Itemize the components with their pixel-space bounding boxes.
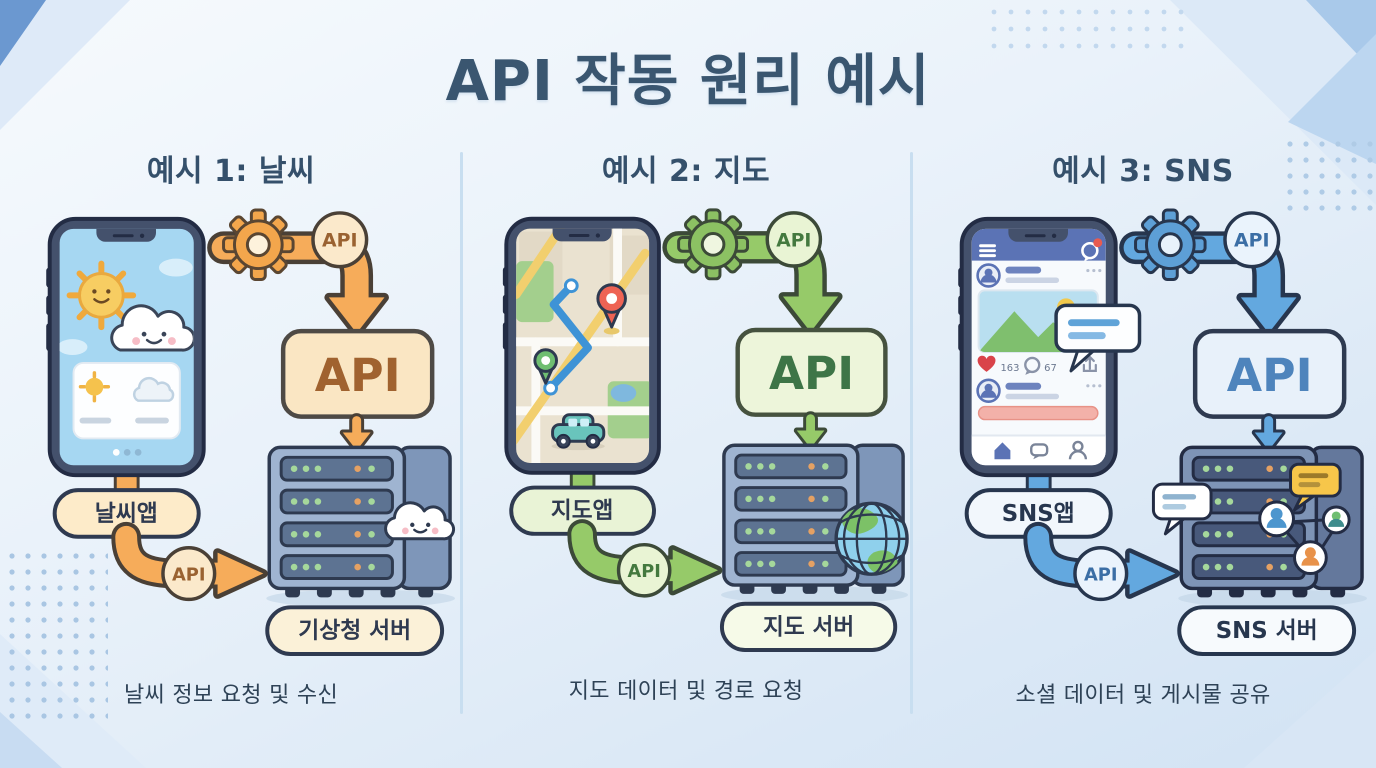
phone-illustration: 163 67	[958, 216, 1142, 478]
heart-icon	[977, 355, 996, 372]
comment-icon	[1024, 356, 1041, 375]
server-slots	[734, 453, 848, 577]
section-header: 예시 1: 날씨	[146, 154, 316, 189]
map-pin-icon	[533, 348, 558, 385]
map-screen	[516, 228, 650, 463]
column-divider	[910, 152, 913, 714]
weather-illustration: API	[46, 208, 456, 656]
post-item	[976, 378, 1102, 421]
section-header: 예시 2: 지도	[601, 154, 771, 189]
map-roads-yellow	[516, 228, 650, 449]
api-to-server-arrow	[339, 413, 374, 454]
api-badge: API	[161, 545, 217, 602]
api-badge: API	[616, 542, 672, 598]
profile-icon	[1068, 440, 1088, 460]
social-network-icon	[1258, 500, 1351, 576]
svg-text:67: 67	[1044, 363, 1057, 374]
globe-mascot-icon	[834, 501, 909, 576]
home-icon	[994, 442, 1011, 460]
server-icon	[720, 443, 909, 604]
api-badge: API	[1073, 545, 1129, 602]
svg-text:API: API	[1084, 564, 1118, 585]
column-divider	[460, 152, 463, 714]
pond	[610, 384, 637, 402]
server-icon	[266, 445, 456, 608]
section-caption: 날씨 정보 요청 및 수신	[123, 683, 339, 708]
app-label-pill: SNS앱	[964, 488, 1113, 539]
section-sns: 예시 3: SNS	[912, 142, 1374, 709]
speech-bubble-icon	[1151, 482, 1213, 536]
chat-icon	[1030, 443, 1049, 457]
gear-icon	[1134, 208, 1207, 281]
section-weather: 예시 1: 날씨	[2, 142, 460, 709]
svg-text:지도 서버: 지도 서버	[763, 614, 854, 640]
api-to-server-arrow	[793, 411, 828, 452]
api-box: API	[280, 328, 435, 419]
speech-bubble-icon	[1289, 462, 1342, 512]
speech-bubble-icon	[1054, 303, 1142, 373]
hamburger-menu-icon	[979, 244, 996, 258]
svg-text:API: API	[628, 562, 661, 582]
api-badge: API	[311, 211, 369, 269]
chat-icon	[1081, 238, 1103, 262]
api-to-server-arrow	[1251, 413, 1286, 454]
server-label-pill: 지도 서버	[719, 601, 898, 652]
share-icon	[1082, 355, 1097, 372]
forecast-card	[72, 361, 181, 440]
section-header: 예시 3: SNS	[1052, 154, 1234, 189]
svg-text:API: API	[769, 347, 854, 400]
section-caption: 지도 데이터 및 경로 요청	[568, 679, 804, 704]
route-icon	[543, 278, 592, 396]
server-label-pill: 기상청 서버	[265, 605, 445, 656]
corner-triangle	[0, 712, 62, 768]
phone-illustration	[46, 216, 206, 478]
section-map: 예시 2: 지도	[462, 142, 910, 705]
api-box: API	[735, 327, 888, 417]
svg-text:API: API	[315, 349, 401, 402]
svg-text:API: API	[1227, 349, 1313, 402]
svg-text:API: API	[1234, 230, 1269, 252]
api-badge: API	[1223, 211, 1281, 269]
map-pin-icon	[596, 283, 627, 335]
gear-icon	[677, 208, 750, 281]
svg-text:163: 163	[1000, 363, 1019, 374]
svg-text:SNS 서버: SNS 서버	[1216, 618, 1318, 644]
cloud-icon	[110, 304, 194, 352]
sns-illustration: API	[958, 208, 1368, 656]
page-title: API 작동 원리 예시	[445, 49, 931, 114]
gear-icon	[222, 208, 295, 281]
server-icon	[1151, 445, 1368, 608]
phone-illustration	[502, 216, 661, 475]
svg-text:기상청 서버: 기상청 서버	[298, 618, 411, 644]
svg-text:API: API	[776, 230, 811, 251]
api-box: API	[1192, 328, 1347, 419]
weather-screen	[59, 258, 194, 456]
svg-text:API: API	[322, 230, 357, 252]
api-badge: API	[765, 211, 823, 268]
map-illustration: API	[502, 208, 909, 652]
bottom-nav	[971, 434, 1106, 466]
car-icon	[551, 413, 606, 451]
server-label-pill: SNS 서버	[1177, 605, 1357, 656]
section-caption: 소셜 데이터 및 게시물 공유	[1015, 683, 1271, 708]
sun-icon	[66, 260, 137, 331]
svg-text:API: API	[172, 564, 206, 585]
app-label-pill: 지도앱	[509, 485, 656, 536]
cloud-mascot-icon	[384, 501, 456, 541]
